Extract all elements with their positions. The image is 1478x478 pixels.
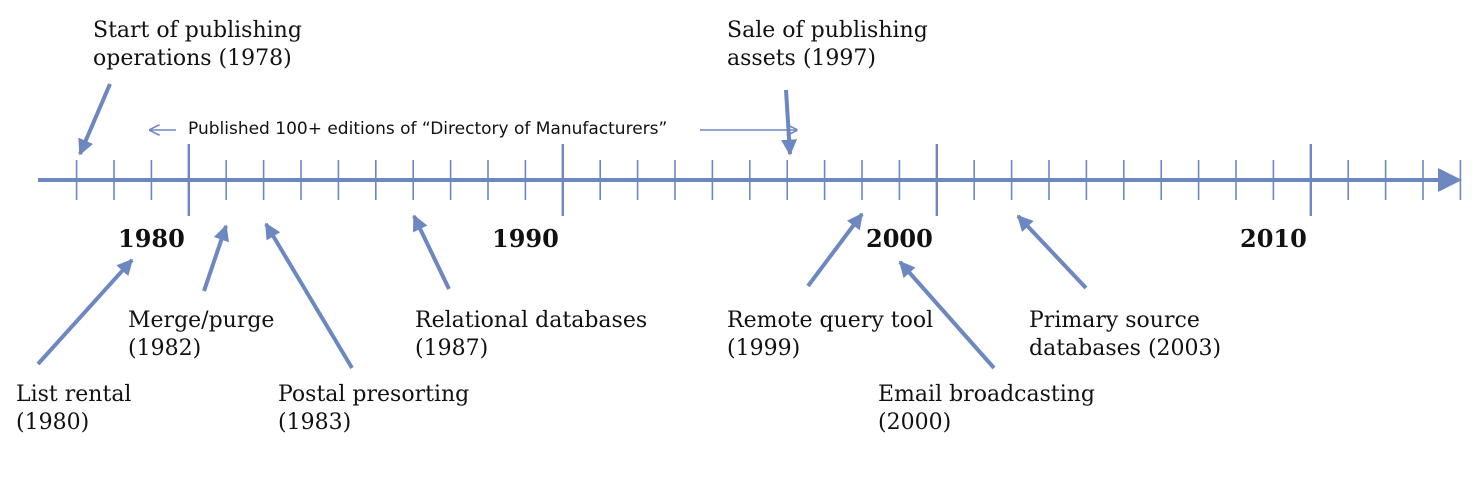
event-label-line: (2000) (878, 410, 952, 435)
timeline-axis-arrowhead (1438, 168, 1462, 192)
event-label-line: Primary source (1029, 308, 1200, 333)
event-label-postal-presorting: Postal presorting (1983) (278, 381, 469, 437)
event-label-list-rental: List rental (1980) (16, 381, 131, 437)
event-label-line: (1999) (727, 336, 801, 361)
event-label-line: (1987) (415, 336, 489, 361)
event-label-primary-source-databases: Primary source databases (2003) (1029, 307, 1221, 363)
event-label-line: Merge/purge (128, 308, 275, 333)
event-label-line: (1982) (128, 336, 202, 361)
event-label-line: Start of publishing (93, 18, 302, 43)
event-arrow-2003 (1016, 214, 1088, 290)
event-label-remote-query-tool: Remote query tool (1999) (727, 307, 933, 363)
event-arrow-1987 (412, 214, 451, 290)
decade-label-1990: 1990 (492, 224, 559, 253)
event-label-line: (1983) (278, 410, 352, 435)
decade-label-1980: 1980 (118, 224, 185, 253)
event-label-line: List rental (16, 382, 132, 407)
decade-label-2010: 2010 (1240, 224, 1307, 253)
event-label-line: Sale of publishing (727, 18, 928, 43)
decade-label-2000: 2000 (866, 224, 933, 253)
event-arrow-1999 (806, 212, 864, 288)
event-arrow-1980 (36, 258, 134, 366)
event-label-email-broadcasting: Email broadcasting (2000) (878, 381, 1095, 437)
event-arrow-1978 (78, 83, 112, 156)
event-arrow-1997 (781, 89, 798, 156)
event-label-line: Relational databases (415, 308, 648, 333)
event-label-line: Postal presorting (278, 382, 470, 407)
event-arrow-2000 (898, 260, 996, 370)
event-label-line: assets (1997) (727, 46, 876, 71)
event-arrow-1982 (202, 224, 229, 292)
event-label-line: Remote query tool (727, 308, 934, 333)
event-arrow-1983 (264, 222, 354, 370)
event-label-line: (1980) (16, 410, 90, 435)
event-label-sale-of-publishing: Sale of publishing assets (1997) (727, 17, 928, 73)
event-label-start-of-publishing: Start of publishing operations (1978) (93, 17, 302, 73)
event-label-line: databases (2003) (1029, 336, 1222, 361)
span-label-directory-editions: Published 100+ editions of “Directory of… (188, 119, 668, 139)
event-label-line: operations (1978) (93, 46, 292, 71)
event-label-relational-databases: Relational databases (1987) (415, 307, 647, 363)
event-label-line: Email broadcasting (878, 382, 1096, 407)
event-label-merge-purge: Merge/purge (1982) (128, 307, 274, 363)
